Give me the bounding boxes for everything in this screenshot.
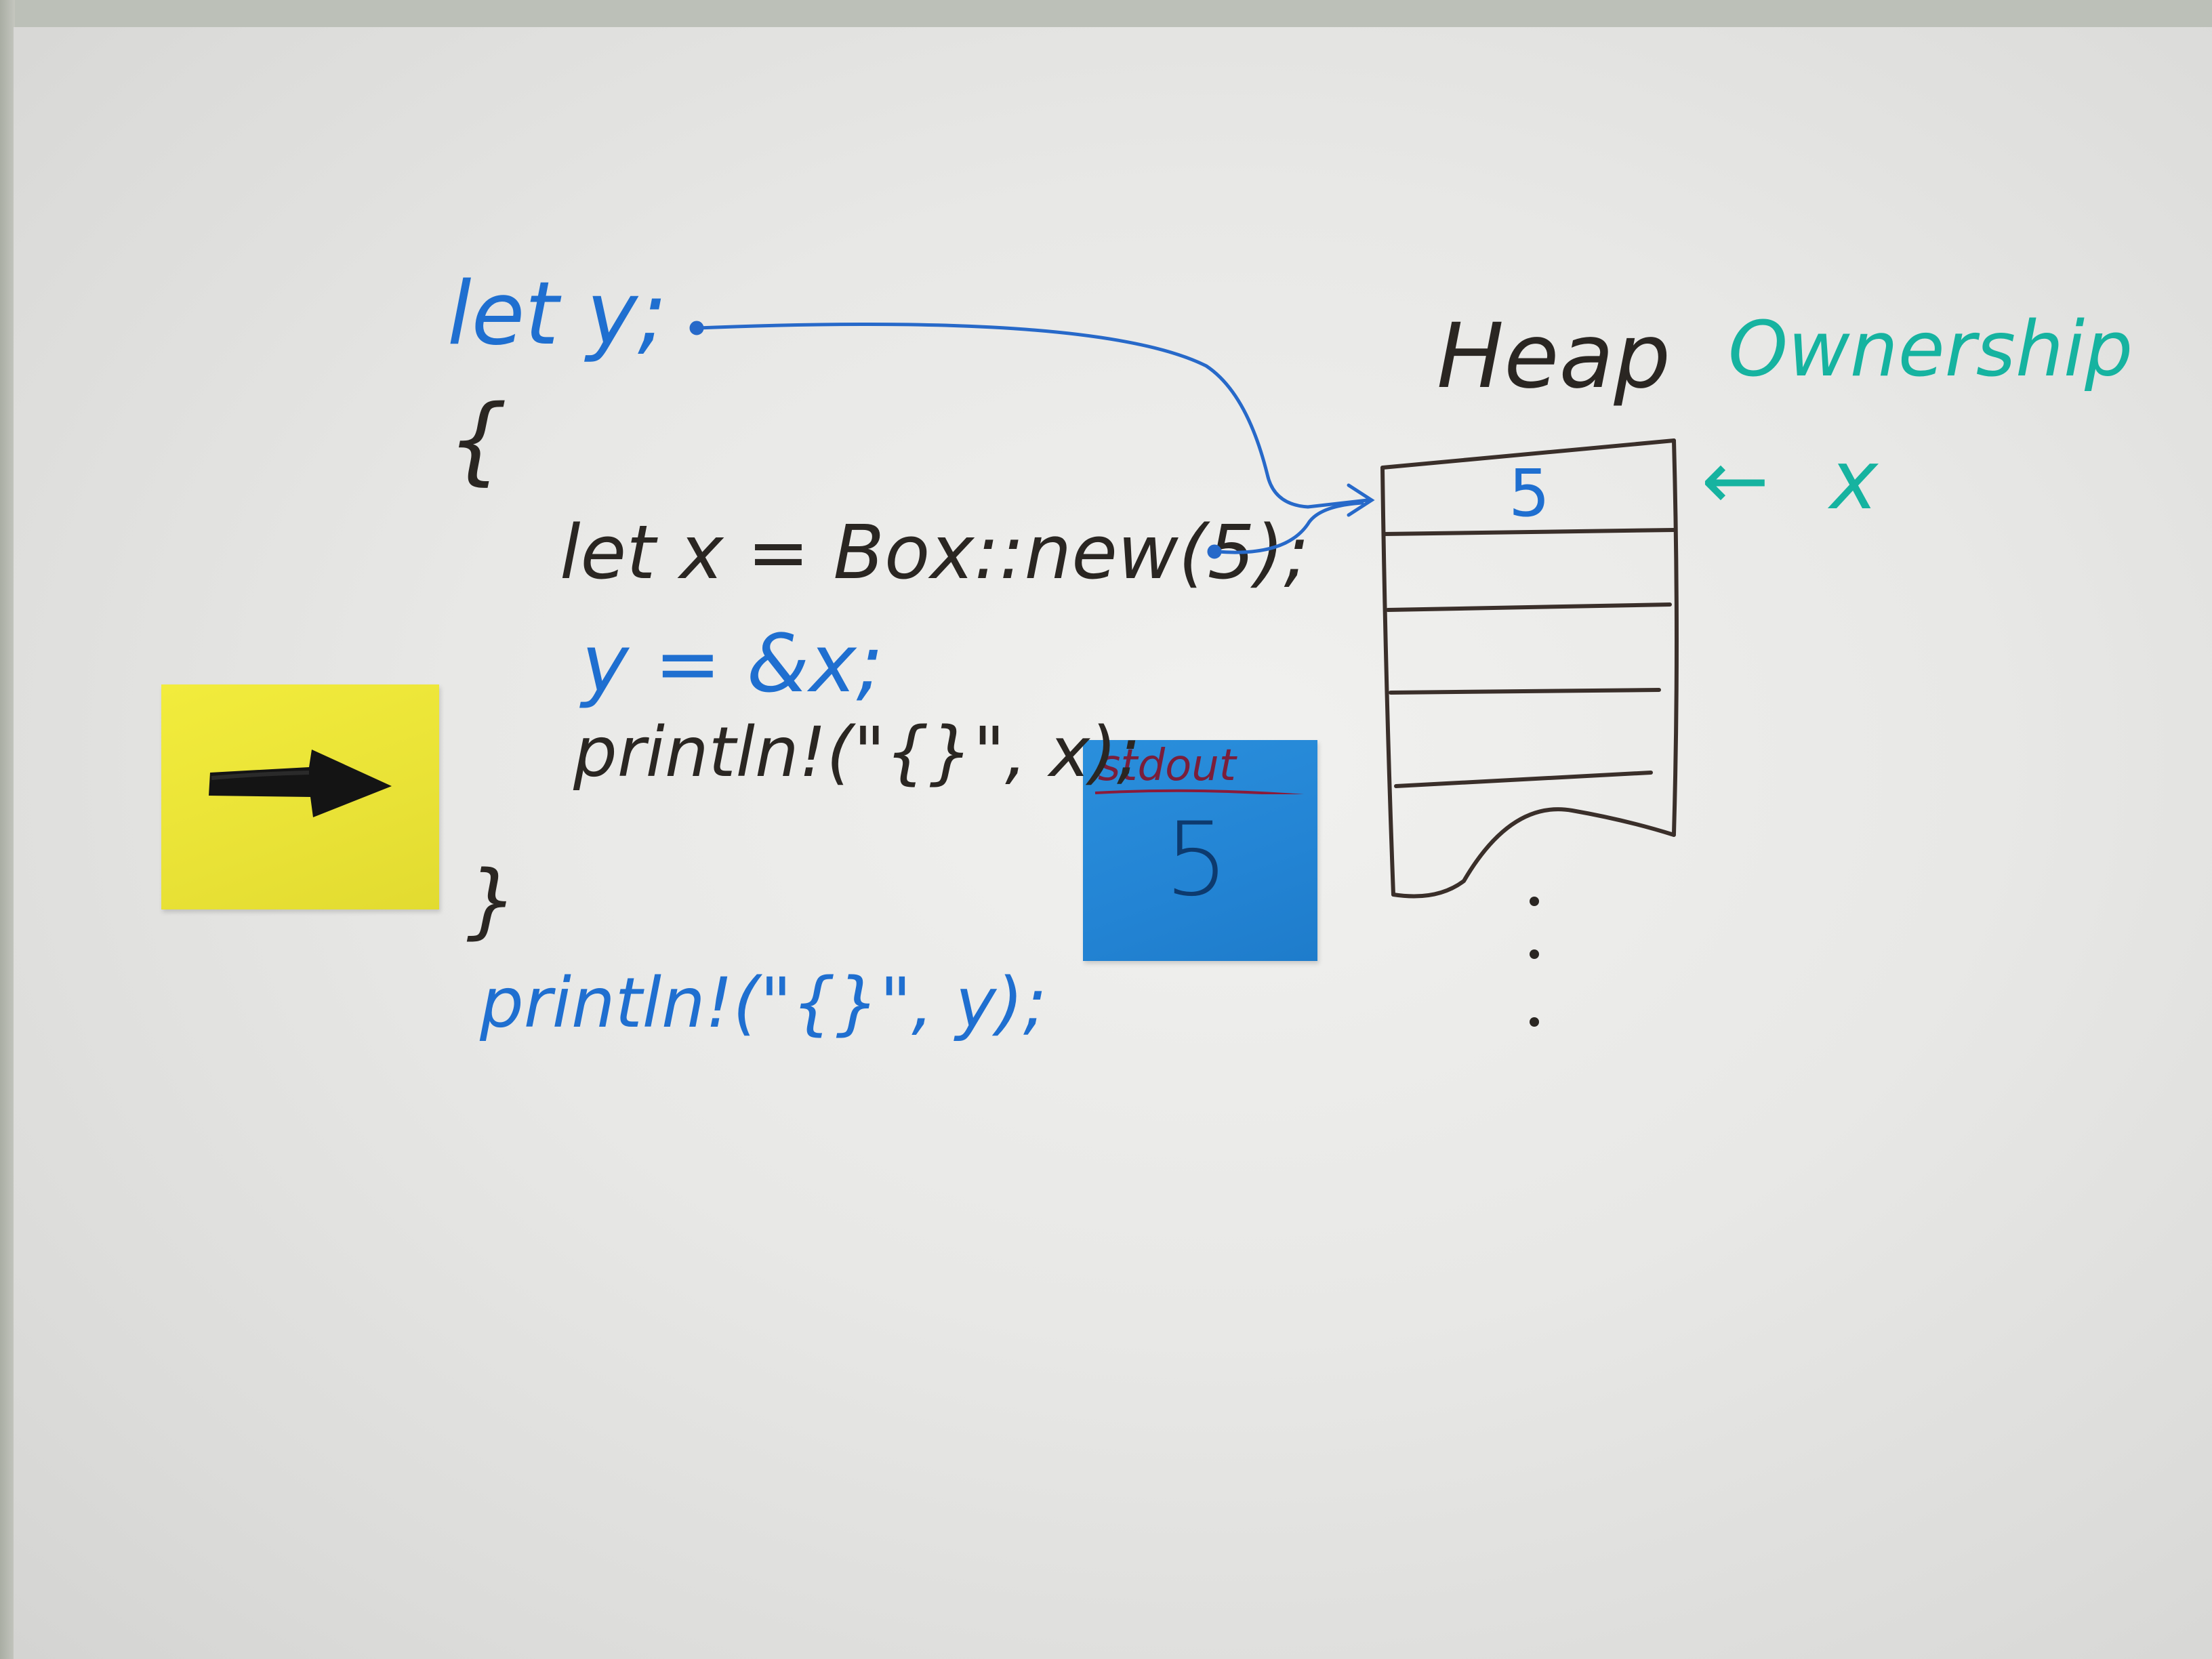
heap-stack — [1380, 438, 1679, 899]
code-open-brace: { — [447, 385, 508, 495]
reference-x-to-heap — [1207, 501, 1364, 559]
stdout-title: stdout — [1098, 741, 1236, 791]
code-line-println-y: println!("{}", y); — [480, 963, 1047, 1044]
code-line-y-assign: y = &x; — [581, 617, 884, 710]
code-line-let-x: let x = Box::new(5); — [560, 509, 1309, 596]
code-line-let-y: let y; — [447, 264, 668, 365]
stdout-value: 5 — [1164, 801, 1229, 919]
right-arrow-icon — [209, 750, 392, 817]
code-line-println-x: println!("{}", x); — [573, 712, 1141, 793]
stdout-note: stdout 5 — [1083, 740, 1317, 961]
ownership-title: Ownership — [1728, 306, 2133, 394]
reference-y-to-heap — [689, 321, 1375, 517]
stdout-underline — [1094, 789, 1305, 794]
ownership-arrow: ← — [1701, 434, 1769, 528]
heap-cell-value: 5 — [1509, 455, 1551, 531]
execution-pointer-note — [161, 684, 439, 909]
code-close-brace: } — [466, 854, 518, 948]
wall-edge — [0, 0, 15, 1659]
heap-title: Heap — [1437, 304, 1671, 409]
vertical-ellipsis-icon — [1530, 897, 1539, 1027]
ownership-owner-label: x — [1830, 434, 1879, 528]
